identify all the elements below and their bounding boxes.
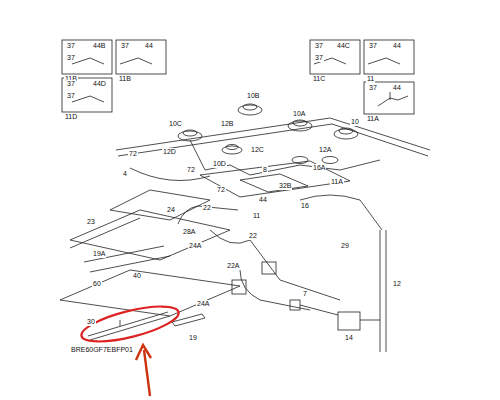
callout-number: 44B <box>92 42 106 50</box>
callout-number: 12C <box>250 146 265 154</box>
callout-number: 11 <box>252 212 261 220</box>
red-arrow <box>136 345 151 396</box>
callout-number: 37 <box>368 42 378 50</box>
callout-number: 19 <box>188 334 198 342</box>
callout-number: 16 <box>300 202 310 210</box>
highlight-ellipse <box>78 299 181 348</box>
callout-number: 37 <box>66 80 76 88</box>
callout-number: 11B <box>118 75 132 83</box>
callout-number: 12B <box>220 120 234 128</box>
callout-number: 40 <box>132 272 142 280</box>
callout-number: 4 <box>122 170 128 178</box>
callout-number: 24 <box>166 206 176 214</box>
callout-number: 44 <box>258 196 268 204</box>
callout-number: 30 <box>86 318 96 326</box>
callout-number: 37 <box>368 84 378 92</box>
valves <box>232 262 380 330</box>
callout-number: 32B <box>278 182 292 190</box>
callout-number: 44 <box>144 42 154 50</box>
callout-number: 72 <box>128 150 138 158</box>
callout-number: 10C <box>168 120 183 128</box>
callout-number: 22 <box>248 232 258 240</box>
callout-number: 44 <box>392 42 402 50</box>
callout-number: 72 <box>186 166 196 174</box>
callout-number: 12 <box>392 280 402 288</box>
inset-boxes <box>62 40 414 114</box>
callout-number: 44D <box>92 80 107 88</box>
callout-number: 24A <box>196 300 210 308</box>
callout-number: 37 <box>314 54 324 62</box>
callout-number: 10B <box>246 92 260 100</box>
callout-number: 12A <box>318 146 332 154</box>
callout-number: 10D <box>212 160 227 168</box>
callout-number: 11A <box>330 178 344 186</box>
callout-number: 11C <box>312 75 326 83</box>
callout-number: 10A <box>292 110 306 118</box>
callout-number: 28A <box>182 228 196 236</box>
drawing-code: BRE60GF7EBFP01 <box>70 346 134 354</box>
callout-number: 37 <box>314 42 324 50</box>
callout-number: 12D <box>162 148 177 156</box>
callout-number: 22 <box>202 204 212 212</box>
manifold-and-tubes <box>110 118 430 352</box>
callout-number: 72 <box>216 186 226 194</box>
callout-number: 16A <box>312 164 326 172</box>
callout-number: 44C <box>336 42 351 50</box>
callout-number: 10 <box>350 118 360 126</box>
callout-number: 22A <box>226 262 240 270</box>
callout-number: 11A <box>366 115 380 123</box>
callout-number: 44 <box>392 84 402 92</box>
callout-number: 11 <box>366 75 375 83</box>
callout-number: 14 <box>344 334 354 342</box>
callout-number: 24A <box>188 242 202 250</box>
callout-number: 37 <box>66 92 76 100</box>
callout-number: 7 <box>302 290 308 298</box>
oven-panels <box>60 210 240 316</box>
callout-number: 19A <box>92 250 106 258</box>
callout-number: 37 <box>66 54 76 62</box>
callout-number: 60 <box>92 280 102 288</box>
callout-number: 11D <box>64 113 78 121</box>
callout-number: 8 <box>262 166 268 174</box>
callout-number: 37 <box>66 42 76 50</box>
callout-number: 37 <box>120 42 130 50</box>
callout-number: 29 <box>340 242 350 250</box>
callout-number: 23 <box>86 218 96 226</box>
